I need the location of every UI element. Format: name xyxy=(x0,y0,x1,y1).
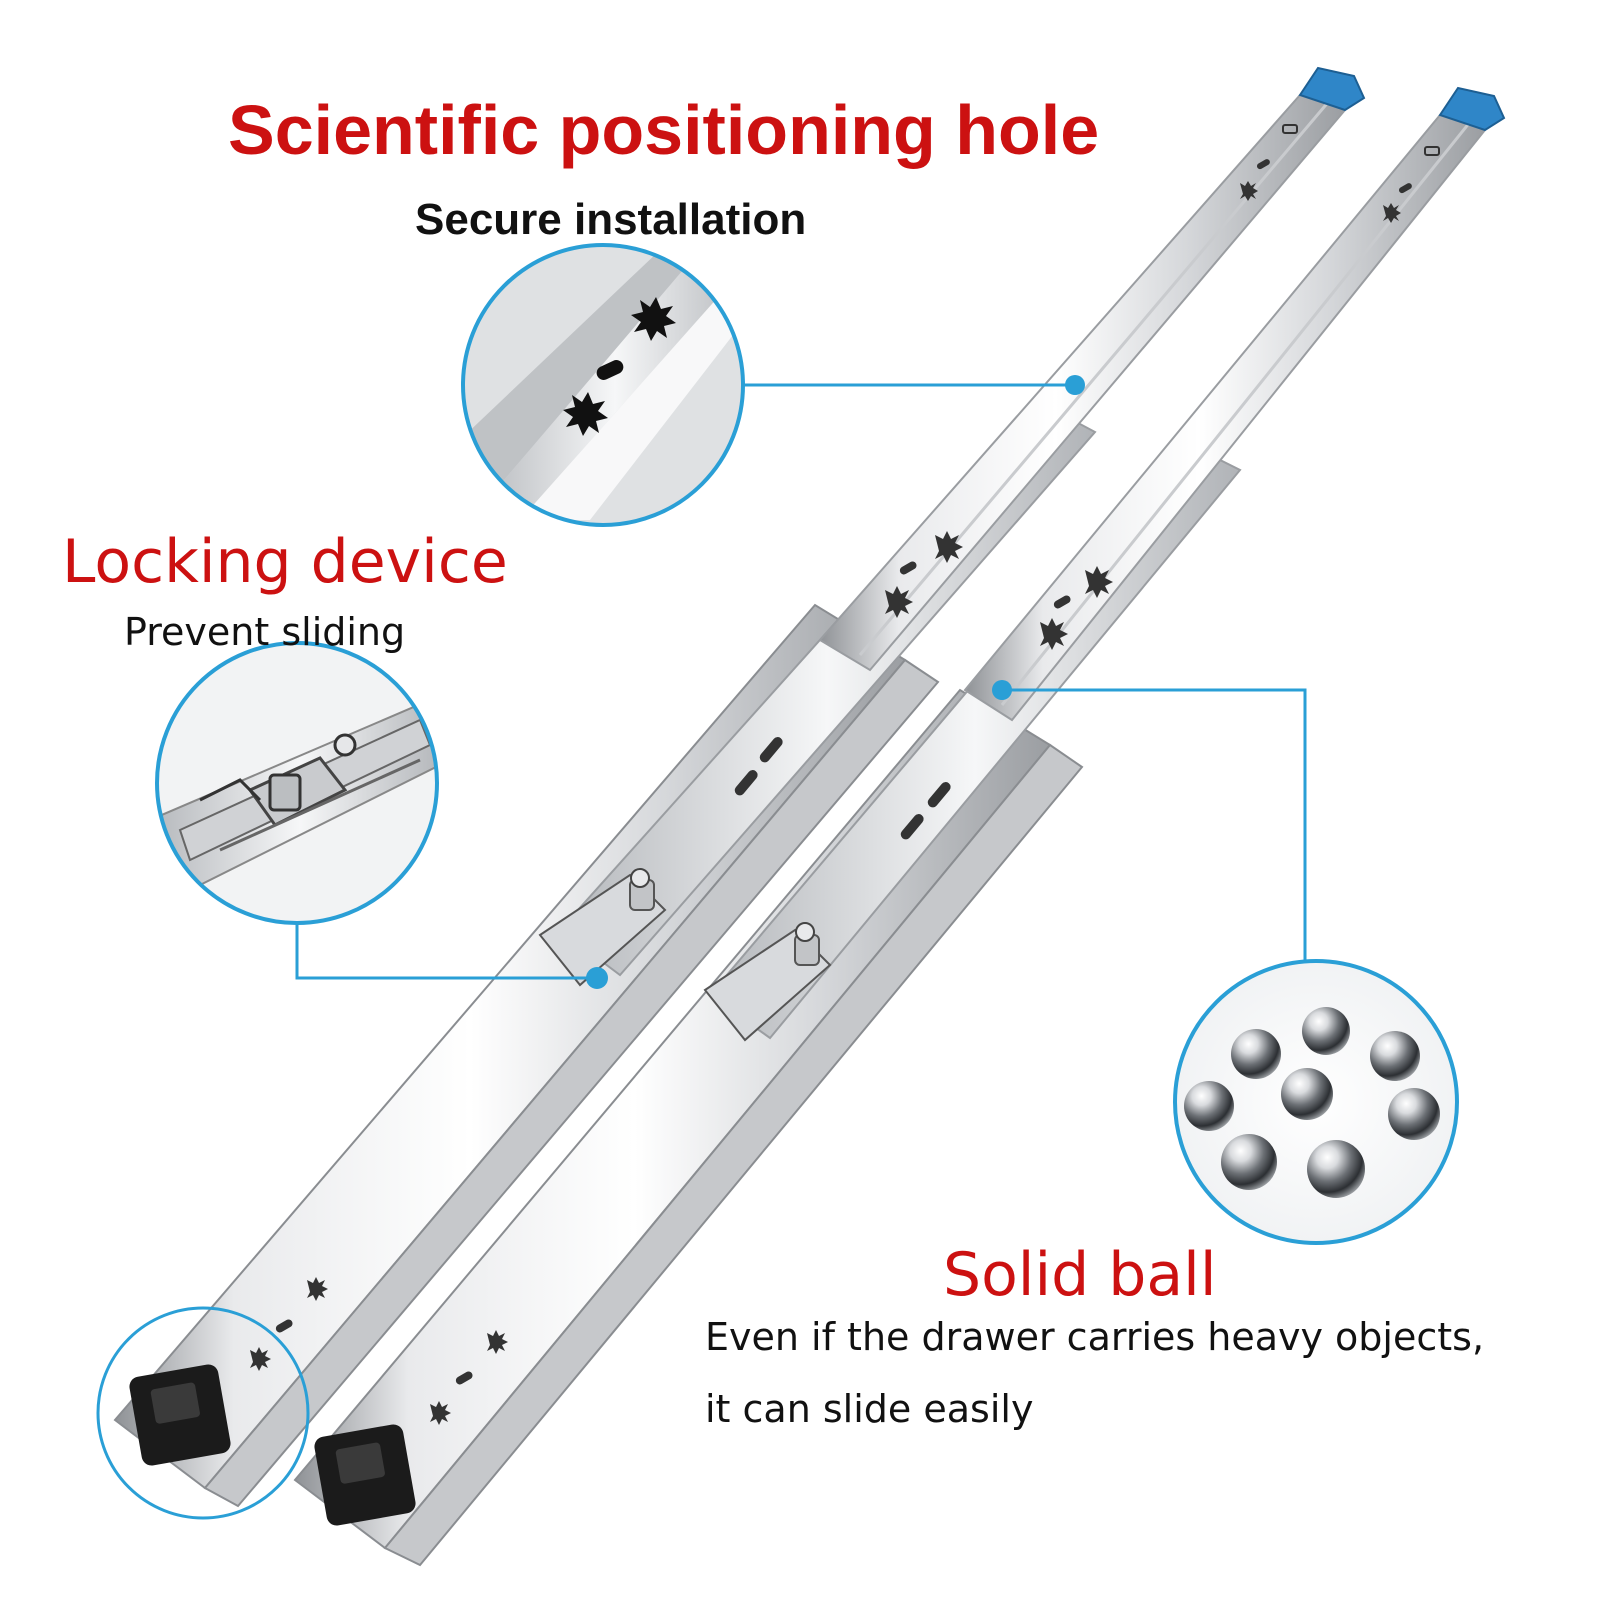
slide-rail-right xyxy=(293,86,1506,1567)
locking-latch-detail-icon xyxy=(155,641,439,925)
positioning-hole-detail-icon xyxy=(461,243,745,527)
positioning-title: Scientific positioning hole xyxy=(228,91,1100,169)
solid-ball-text-line1: Even if the drawer carries heavy objects… xyxy=(705,1315,1485,1359)
locking-title: Locking device xyxy=(62,527,508,597)
solid-ball-title: Solid ball xyxy=(943,1240,1217,1310)
locking-subtitle: Prevent sliding xyxy=(124,610,406,654)
bumper-detail-icon xyxy=(96,1306,310,1520)
solid-ball-text-line2: it can slide easily xyxy=(705,1387,1034,1431)
callout-lines xyxy=(295,383,1307,980)
callout-dots xyxy=(586,375,1085,989)
positioning-subtitle: Secure installation xyxy=(415,195,807,244)
steel-balls-detail-icon xyxy=(1173,959,1459,1245)
